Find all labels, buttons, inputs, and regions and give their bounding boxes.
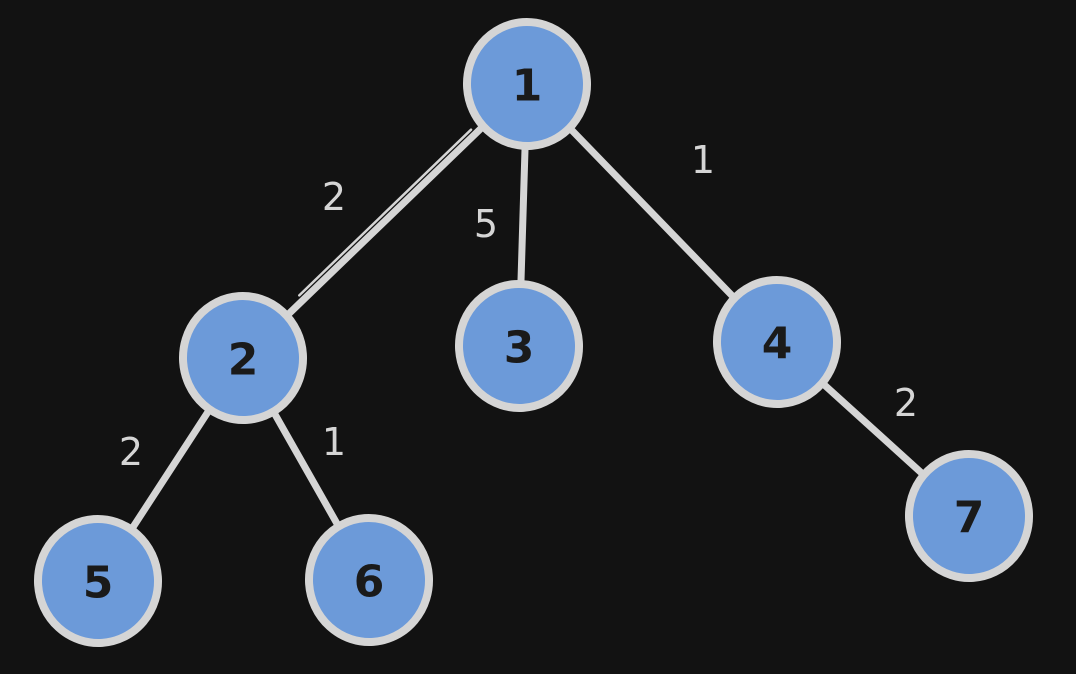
edge-2-5: [129, 408, 212, 531]
edge-1-4: [568, 126, 736, 300]
edge-weight-4-7: 2: [894, 381, 918, 425]
node-circle-1: [462, 18, 592, 150]
node-circle-7: [904, 450, 1034, 582]
node-label-2: 2: [228, 335, 259, 386]
edge-weight-1-4: 1: [691, 138, 715, 182]
node-4: 4: [712, 276, 842, 408]
node-circle-3: [454, 280, 584, 412]
node-circle-6: [304, 514, 434, 646]
node-label-1: 1: [512, 61, 543, 112]
node-circle-2: [178, 292, 308, 424]
edge-4-7: [820, 381, 926, 477]
edge-weight-2-5: 2: [119, 430, 143, 474]
edge-1-3: [517, 144, 529, 286]
node-label-4: 4: [762, 319, 793, 370]
edge-weight-1-3: 5: [474, 202, 498, 246]
edge-1-2: [285, 124, 485, 318]
edge-weight-2-6: 1: [322, 420, 346, 464]
node-label-7: 7: [954, 493, 985, 544]
node-label-3: 3: [504, 323, 535, 374]
edge-1-2-sketch-stroke: [298, 128, 473, 297]
node-6: 6: [304, 514, 434, 646]
node-circle-4: [712, 276, 842, 408]
node-circle-5: [33, 515, 163, 647]
node-2: 2: [178, 292, 308, 424]
node-7: 7: [904, 450, 1034, 582]
node-3: 3: [454, 280, 584, 412]
node-label-5: 5: [83, 558, 114, 609]
edge-weight-1-2: 2: [322, 175, 346, 219]
node-1: 1: [462, 18, 592, 150]
edge-2-6: [271, 410, 341, 528]
node-5: 5: [33, 515, 163, 647]
node-label-6: 6: [354, 557, 385, 608]
